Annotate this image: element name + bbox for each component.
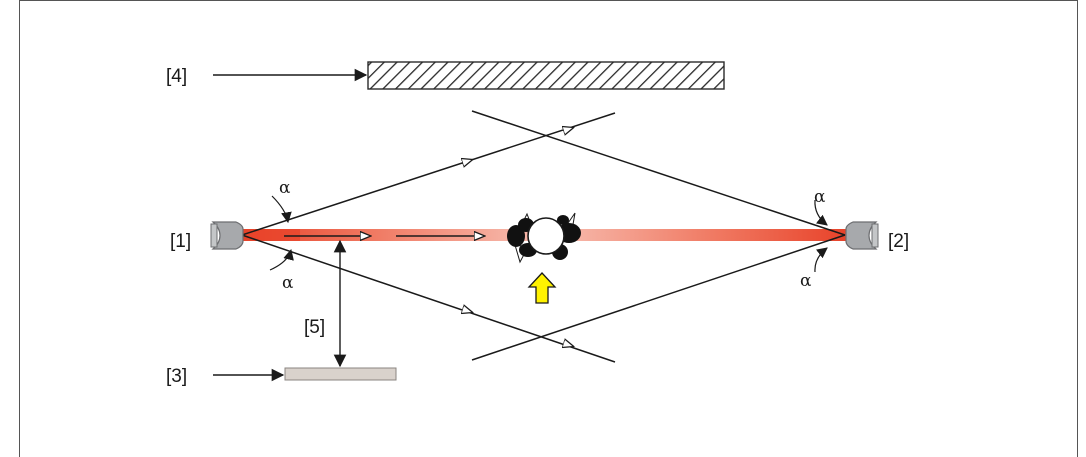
angle-symbol-receiver-upper: α [814, 187, 826, 207]
target-object-icon [507, 212, 581, 264]
label-receiver: [2] [888, 231, 909, 252]
label-upper-reflector: [4] [166, 66, 187, 87]
angle-arcs-receiver [814, 199, 828, 273]
beam-fan-left [242, 229, 300, 241]
stray-beam-paths [241, 110, 846, 363]
beam-path-lower-out [241, 234, 616, 363]
beam-path-lower-back [471, 234, 846, 361]
label-emitter: [1] [170, 231, 191, 252]
emitter-sensor-head-icon [210, 221, 244, 250]
label-lower-reflector: [3] [166, 366, 187, 387]
upper-reflector [367, 61, 725, 90]
figure-border [19, 0, 1078, 457]
angle-symbol-emitter-lower: α [282, 273, 294, 293]
label-distance: [5] [304, 317, 325, 338]
movement-up-arrow-icon [527, 272, 557, 304]
lower-reflector [284, 367, 397, 381]
angle-arcs-emitter [269, 195, 294, 271]
angle-symbol-receiver-lower: α [800, 271, 812, 291]
beam-path-upper-out [241, 112, 616, 236]
beam-path-upper-back [471, 110, 846, 236]
angle-symbol-emitter-upper: α [279, 178, 291, 198]
receiver-sensor-head-icon [845, 221, 879, 250]
